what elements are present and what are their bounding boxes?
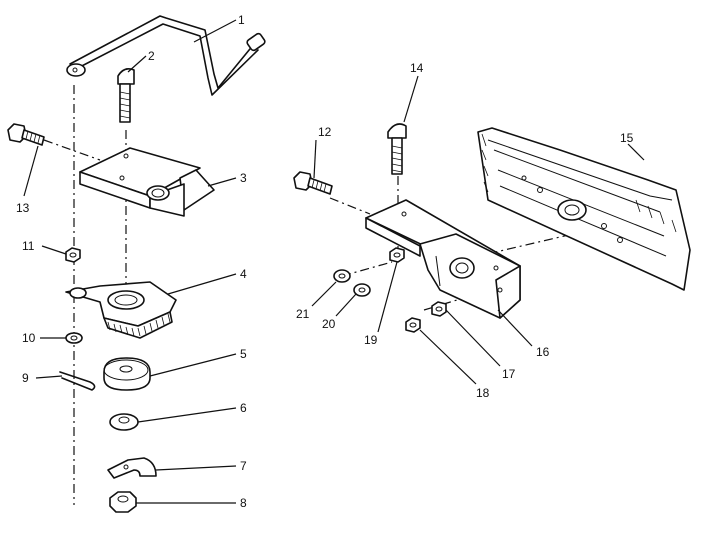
callout-19: 19 <box>364 333 378 347</box>
callout-14: 14 <box>410 61 424 75</box>
washer-21 <box>333 269 351 283</box>
callout-5: 5 <box>240 347 247 361</box>
callout-17: 17 <box>502 367 516 381</box>
callout-15: 15 <box>620 131 634 145</box>
callout-8: 8 <box>240 496 247 510</box>
callout-21: 21 <box>296 307 310 321</box>
nut-17 <box>431 301 447 317</box>
leader-lines <box>23 19 645 504</box>
callout-16: 16 <box>536 345 550 359</box>
cotter-pin <box>59 371 96 391</box>
sector-gear <box>65 281 177 339</box>
callout-7: 7 <box>240 459 247 473</box>
large-washer <box>103 357 151 391</box>
nut-18 <box>405 317 421 333</box>
bolt12-axis-line <box>329 197 371 215</box>
hex-nut <box>109 491 137 513</box>
small-washer <box>65 332 83 344</box>
callout-13: 13 <box>16 201 30 215</box>
hex-bolt <box>7 123 45 146</box>
callout-3: 3 <box>240 171 247 185</box>
pivot-bracket <box>365 199 521 319</box>
washer-axis-line <box>341 261 393 277</box>
nut-19 <box>389 247 405 263</box>
lock-washer-20 <box>353 283 371 297</box>
callout-18: 18 <box>476 386 490 400</box>
callout-6: 6 <box>240 401 247 415</box>
callout-1: 1 <box>238 13 245 27</box>
carriage-bolt-right <box>387 123 407 175</box>
callout-12: 12 <box>318 125 332 139</box>
callout-10: 10 <box>22 331 36 345</box>
carriage-bolt <box>117 68 135 123</box>
hex-bolt-right <box>293 171 333 195</box>
callout-2: 2 <box>148 49 155 63</box>
control-rod <box>66 15 266 96</box>
callout-9: 9 <box>22 371 29 385</box>
callout-4: 4 <box>240 267 247 281</box>
callout-20: 20 <box>322 317 336 331</box>
clip <box>107 457 157 479</box>
flat-washer <box>109 413 139 431</box>
callout-11: 11 <box>22 239 35 253</box>
small-nut <box>65 247 81 263</box>
frame-panel <box>477 127 691 291</box>
bolt13-axis-line <box>43 139 101 161</box>
mounting-bracket <box>79 147 215 217</box>
